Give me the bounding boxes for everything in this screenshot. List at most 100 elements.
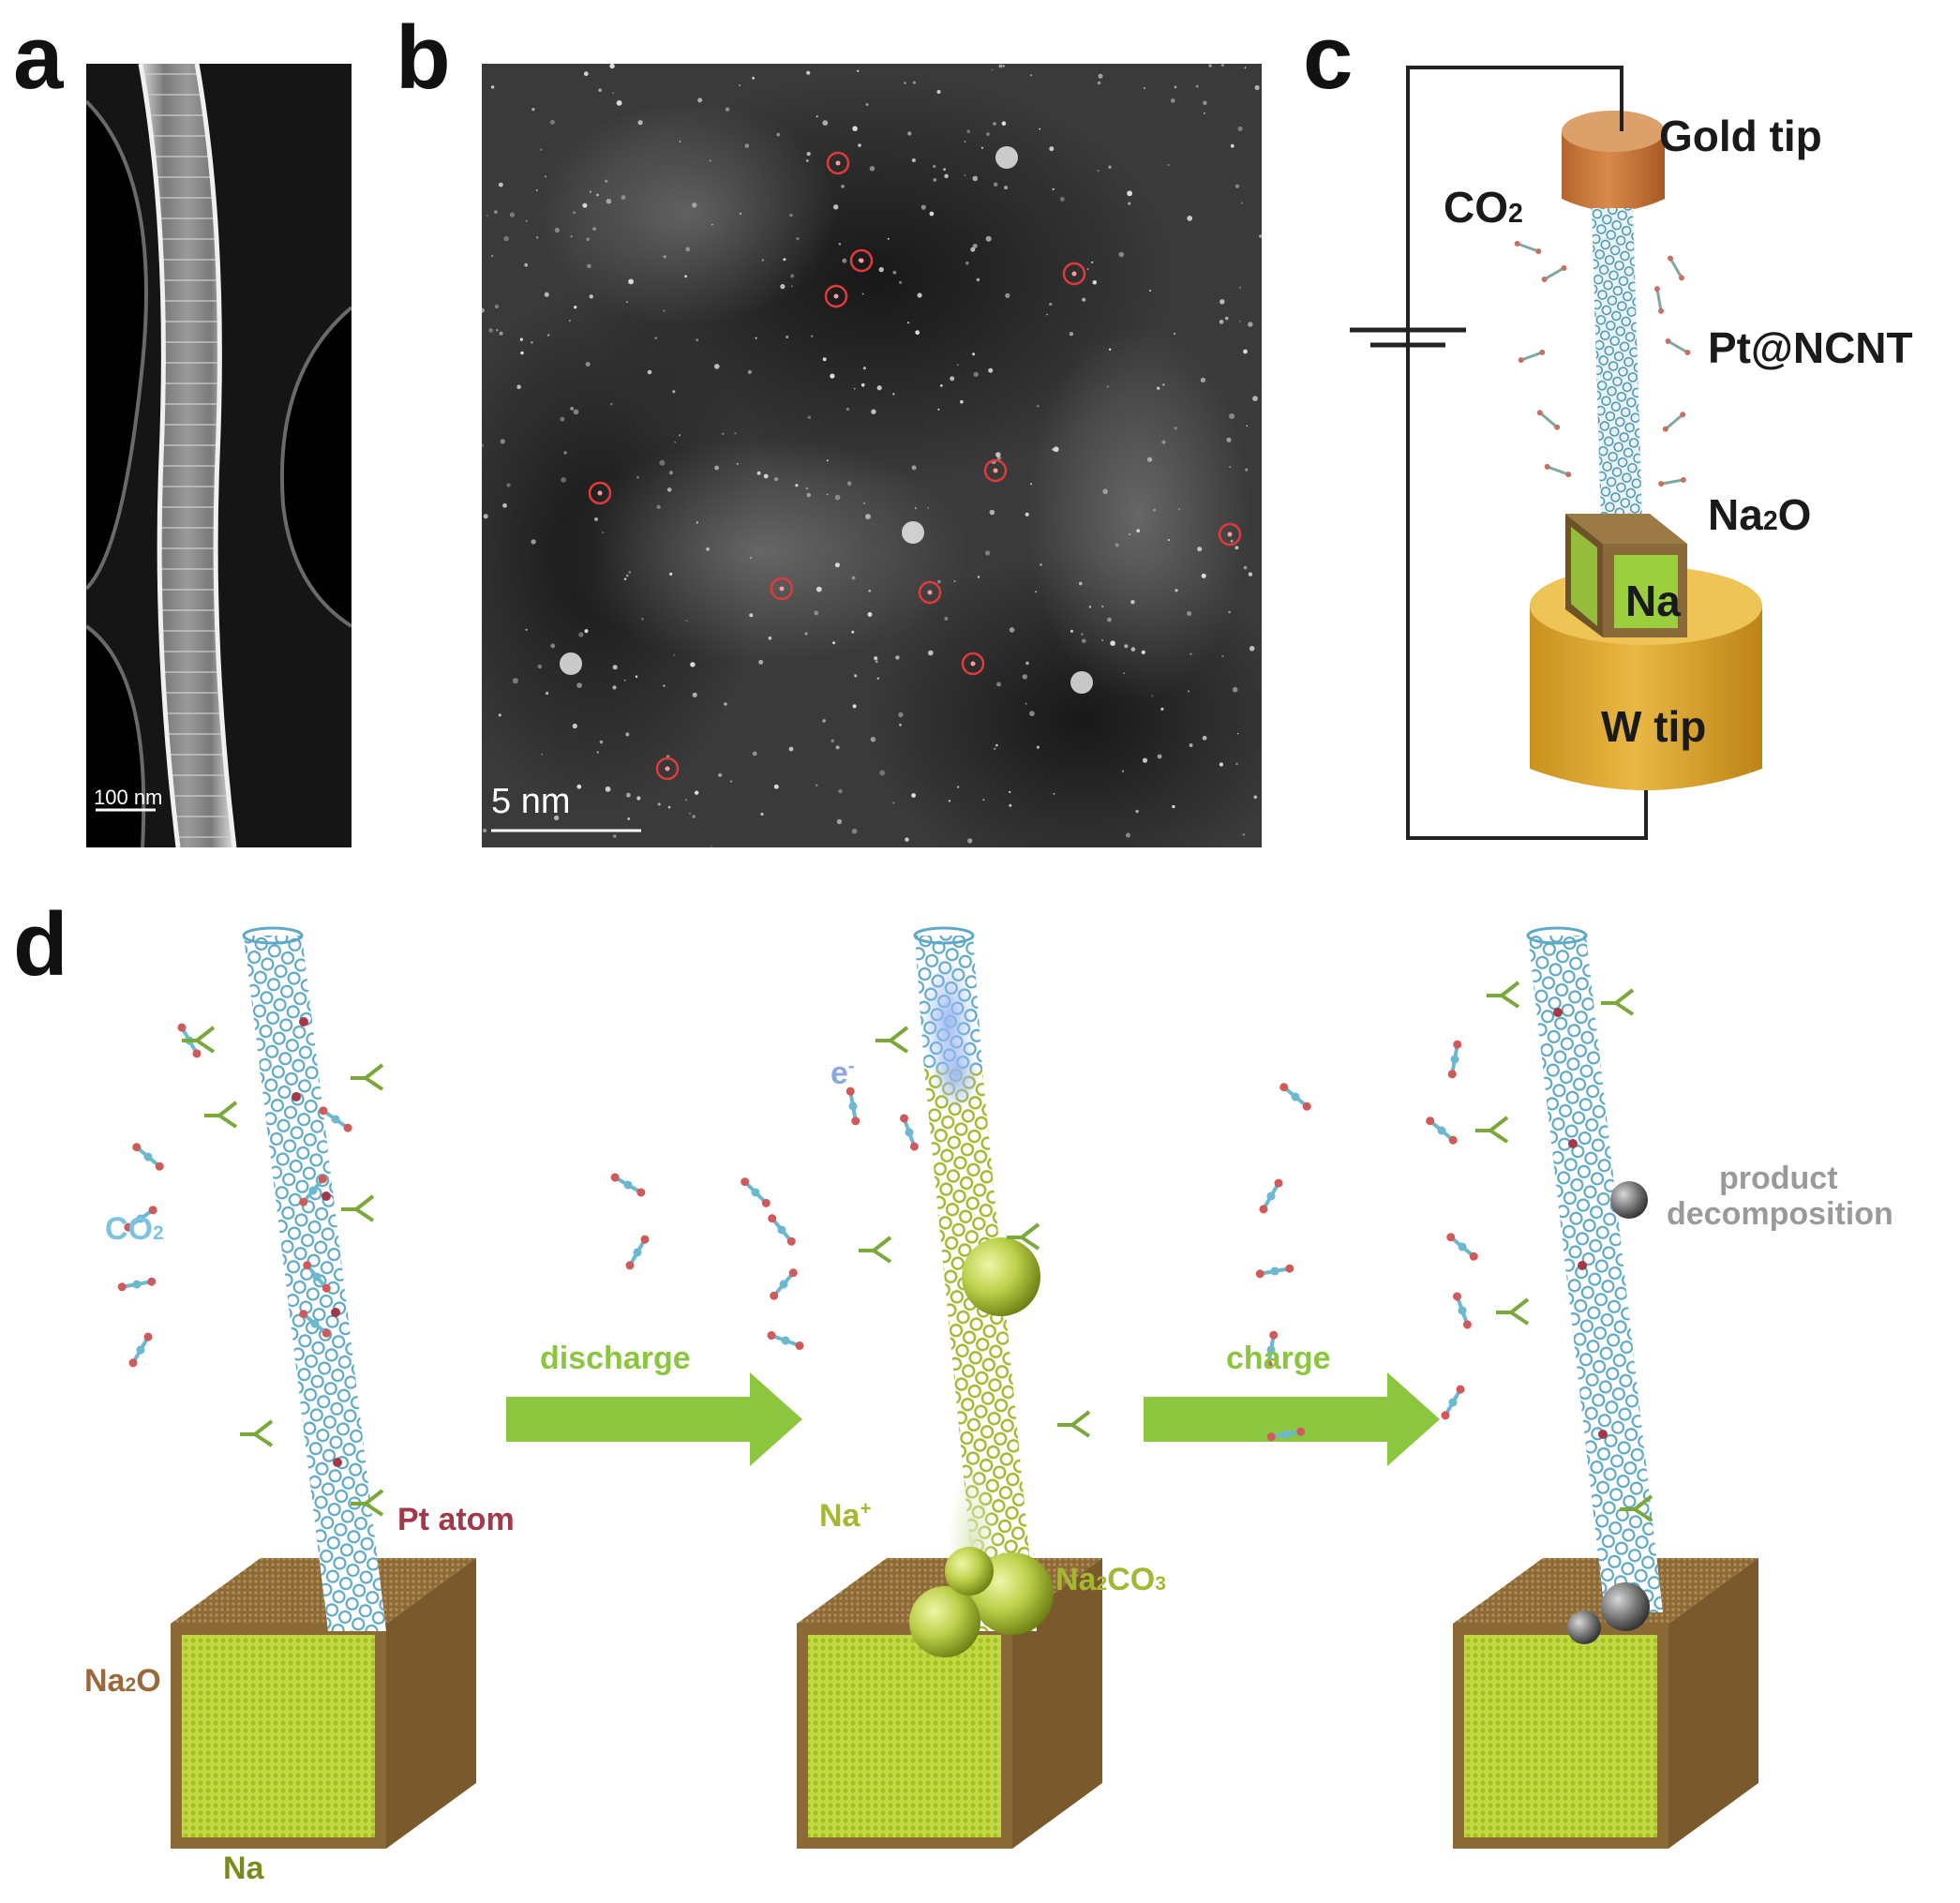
atom-dot [685,247,691,252]
panel-letter-a: a [13,7,64,108]
atom-dot [692,202,697,208]
atom-dot [587,263,591,269]
atom-dot [892,802,895,804]
atom-dot [911,465,917,471]
atom-dot [697,97,703,103]
atom-dot [1009,627,1015,633]
atom-dot [498,182,503,187]
atom-dot [752,751,757,757]
atom-dot [1252,396,1258,401]
product-label: product [1719,1161,1838,1196]
charge-label: charge [1226,1341,1331,1376]
atom-dot [1236,732,1239,735]
atom-dot [796,236,800,241]
pt-atom [333,1458,342,1467]
atom-dot [561,477,566,483]
panel-letter-c: c [1303,7,1354,108]
atom-dot [482,828,487,833]
atom-dot [1025,702,1027,705]
bright-atom-dots [482,64,1262,847]
atom-dot [966,129,970,133]
atom-dot [1237,126,1243,131]
atom-dot [1098,73,1103,79]
pt-atom [299,1017,308,1026]
atom-dot [774,477,779,482]
functional-group [351,1063,384,1091]
atom-dot [695,790,699,795]
atom-dot [957,786,960,788]
atom-dot [1219,320,1224,324]
atom-dot [1167,538,1170,542]
atom-dot [998,64,1003,68]
atom-dot [876,385,882,391]
atom-dot [1202,735,1207,741]
atom-dot [895,655,900,660]
atom-dot [822,719,826,723]
atom-dot [995,743,998,747]
atom-dot [1149,290,1151,292]
atom-dot [482,307,485,313]
atom-dot [804,632,808,636]
co2-molecule [1447,1040,1462,1079]
atom-dot [760,812,764,817]
atom-dot [875,660,878,664]
atom-dot [1025,512,1029,517]
atom-dot [1053,793,1055,795]
atom-dot [868,589,872,592]
atom-dot [483,514,488,519]
decomposing-product [1610,1181,1648,1219]
co2-molecule [1536,410,1561,430]
red-circle-marker [826,151,850,175]
cluster-blob [1070,671,1093,694]
atom-dot [950,376,955,382]
co2-molecule [1541,265,1567,282]
atom-dot [749,613,754,618]
co2-molecule [768,1214,796,1246]
single-atom [1071,271,1077,277]
atom-dot [1248,322,1253,327]
atom-dot [636,796,641,801]
atom-dot [972,175,979,182]
single-atom [665,766,670,772]
atom-dot [690,662,696,667]
pt-atom [1553,1008,1563,1017]
atom-dot [806,492,812,498]
na-na2o-block [1565,514,1687,637]
atom-dot [851,828,858,834]
atom-dot [541,753,544,756]
cluster-blob [902,521,924,544]
atom-dot [1234,546,1239,550]
atom-dot [592,227,596,232]
functional-group [204,1101,238,1129]
atom-dot [1036,404,1040,408]
co2-molecule [1426,1116,1458,1145]
atom-dot [1242,832,1246,836]
atom-dot [1025,661,1029,666]
atom-dot [1195,84,1199,88]
atom-dot [1239,286,1241,289]
co2-molecule [1514,240,1542,255]
atom-dot [860,382,865,387]
atom-dot [1228,610,1231,614]
pt-atom [292,1092,301,1101]
atom-dot [684,275,687,278]
discharge-arrow [506,1372,802,1466]
atom-dot [836,818,843,825]
atom-dot [976,277,980,282]
atom-dot [841,185,845,188]
atom-dot [1248,572,1253,577]
co2-molecule [319,1106,352,1132]
setup-schematic-drawing [1350,66,1762,840]
atom-dot [628,278,634,285]
atom-dot [1243,349,1248,354]
atom-dot [960,399,964,404]
atom-dot [625,732,630,737]
atom-dot [718,772,723,777]
atom-dot [1049,302,1053,307]
atom-dot [834,562,840,568]
atom-dot [490,85,495,89]
atom-dot [674,441,677,443]
atom-dot [1147,457,1153,462]
atom-dot [709,159,711,162]
atom-dot [944,616,949,622]
